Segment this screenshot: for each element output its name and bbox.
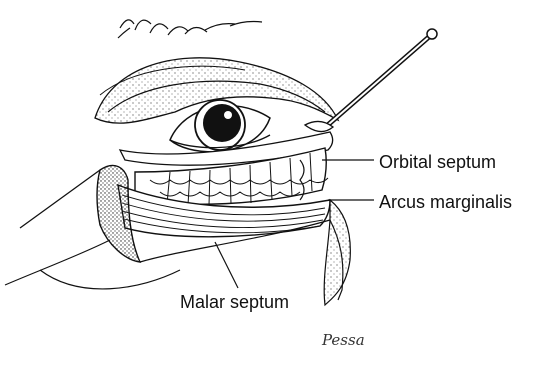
label-orbital-septum: Orbital septum [379, 153, 496, 171]
retractor-probe [305, 29, 437, 132]
artist-signature: Pessa [322, 331, 365, 349]
label-arcus-marginalis: Arcus marginalis [379, 193, 512, 211]
label-malar-septum: Malar septum [180, 293, 289, 311]
eyebrow [118, 20, 262, 38]
lower-lid-flap [324, 200, 350, 305]
